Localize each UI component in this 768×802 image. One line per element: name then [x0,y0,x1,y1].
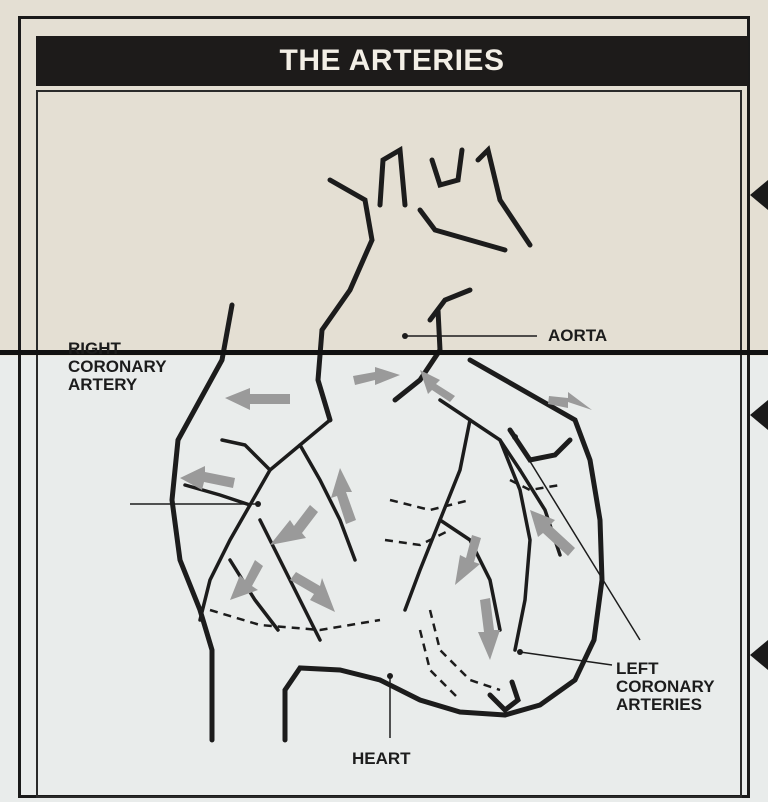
left-coronary-label-line2: CORONARY [616,678,715,696]
aorta-dot [402,333,408,339]
heart-apex [490,682,518,710]
heart-dot [387,673,393,679]
dashed-vessel-3 [210,610,380,630]
left-coronary-descending [405,420,470,610]
left-coronary-leader-2 [520,652,612,665]
left-coronary-branch-a [500,440,530,650]
aorta-branch-2 [432,150,462,185]
left-ventricle-wall [510,430,570,460]
dashed-vessel-1 [390,500,470,510]
right-coronary-branch-a [222,440,270,470]
flow-arrow-3 [331,468,356,524]
right-coronary-dot [255,501,261,507]
heart-label: HEART [352,750,411,768]
flow-arrow-4 [270,505,318,545]
flow-arrow-8 [455,535,481,585]
pulmonary-line [172,305,232,740]
aorta-left-wall [318,180,372,420]
coronary-arteries [185,400,560,650]
right-coronary-branch-b [185,485,250,505]
dashed-vessel-2 [385,530,450,545]
heart-right-edge [470,360,602,715]
left-coronary-label-line1: LEFT [616,660,715,678]
flow-arrow-11 [353,367,400,385]
aorta-label: AORTA [548,327,607,345]
flow-arrow-12 [420,370,455,402]
left-coronary-label-line3: ARTERIES [616,696,715,714]
heart-bottom [285,668,505,740]
flow-arrow-1 [225,388,290,410]
aorta-branch-3 [478,150,530,245]
right-coronary-label-line1: RIGHT [68,340,167,358]
left-coronary-dot-1 [512,434,518,440]
flow-arrows [180,367,592,660]
right-coronary-label-line2: CORONARY [68,358,167,376]
aorta-arch-right [420,210,505,250]
dashed-vessels [210,480,560,700]
right-coronary-label-line3: ARTERY [68,376,167,394]
left-coronary-leader-1 [515,437,640,640]
right-coronary-label: RIGHT CORONARY ARTERY [68,340,167,394]
leader-lines [130,336,640,738]
left-coronary-label: LEFT CORONARY ARTERIES [616,660,715,714]
flow-arrow-7 [530,510,575,556]
aorta-curve [430,290,470,320]
left-coronary-dot-2 [517,649,523,655]
aorta-branch-1 [380,150,405,205]
